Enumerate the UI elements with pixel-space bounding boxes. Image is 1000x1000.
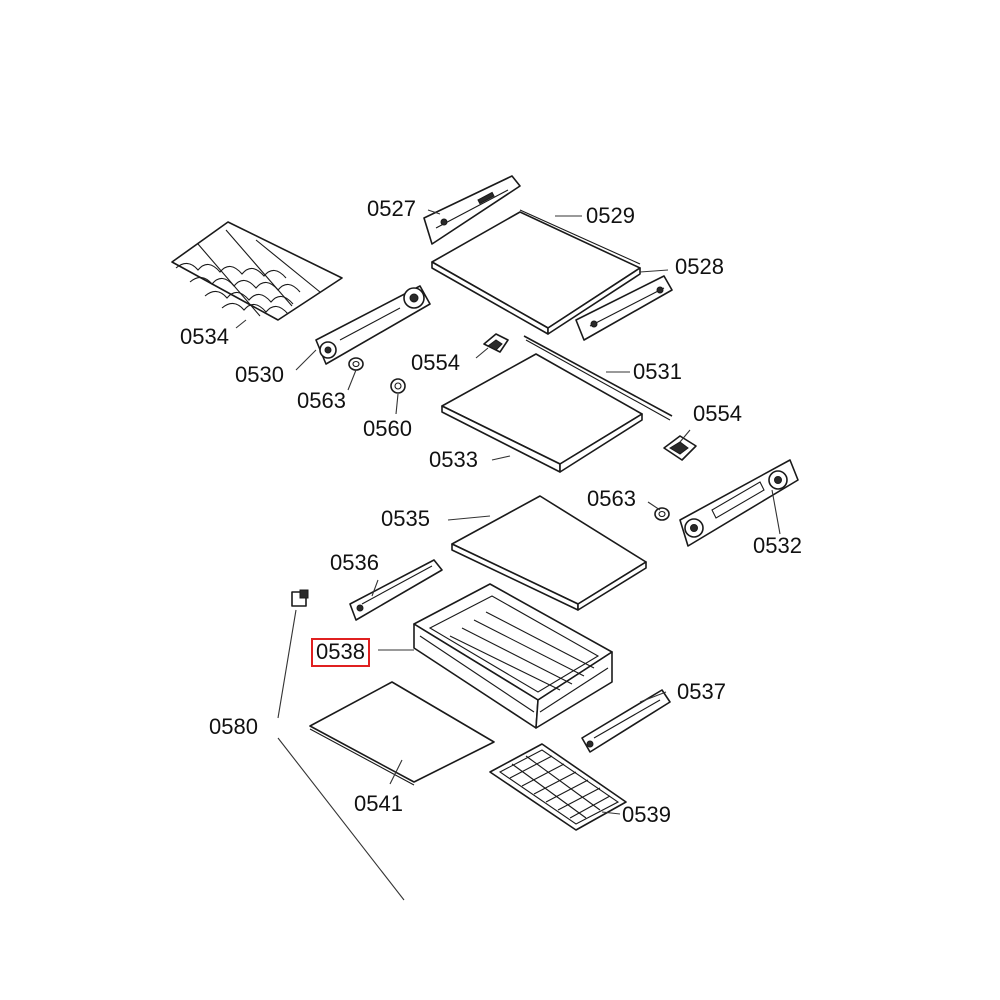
bracket-0530 [315, 285, 431, 365]
label-0554-lower: 0554 [693, 401, 742, 426]
label-0554-upper: 0554 [411, 350, 460, 375]
label-0541: 0541 [354, 791, 403, 816]
drawer-0538 [413, 583, 613, 729]
ring-0560 [390, 378, 406, 394]
label-0538-highlighted: 0538 [311, 638, 370, 667]
rail-0527 [423, 175, 521, 245]
bracket-0532 [679, 459, 799, 547]
label-0535: 0535 [381, 506, 430, 531]
slide-rail-0536 [349, 559, 443, 621]
label-0534: 0534 [180, 324, 229, 349]
cover-0541 [309, 681, 495, 786]
ring-0563-left [348, 357, 364, 371]
rod-0531 [523, 335, 673, 421]
shelf-0529 [431, 209, 641, 335]
ring-0563-right [654, 507, 670, 521]
rail-0528 [575, 275, 673, 341]
label-0533: 0533 [429, 447, 478, 472]
label-0527: 0527 [367, 196, 416, 221]
label-0531: 0531 [633, 359, 682, 384]
label-0580: 0580 [209, 714, 258, 739]
label-0539: 0539 [622, 802, 671, 827]
label-0532: 0532 [753, 533, 802, 558]
leader-lines [235, 209, 781, 901]
clip-0554-upper [483, 333, 509, 353]
bottle-rack-0534 [171, 221, 343, 321]
clip-0554-lower [663, 435, 697, 461]
slide-rail-0537 [581, 689, 671, 753]
part-0580 [291, 589, 309, 607]
label-0529: 0529 [586, 203, 635, 228]
label-0563-right: 0563 [587, 486, 636, 511]
label-0530: 0530 [235, 362, 284, 387]
shelf-0533 [441, 353, 643, 473]
shelf-0535 [451, 495, 647, 611]
filter-0539 [489, 743, 627, 831]
label-0528: 0528 [675, 254, 724, 279]
label-0536: 0536 [330, 550, 379, 575]
label-0537: 0537 [677, 679, 726, 704]
label-0560: 0560 [363, 416, 412, 441]
label-0563-left: 0563 [297, 388, 346, 413]
